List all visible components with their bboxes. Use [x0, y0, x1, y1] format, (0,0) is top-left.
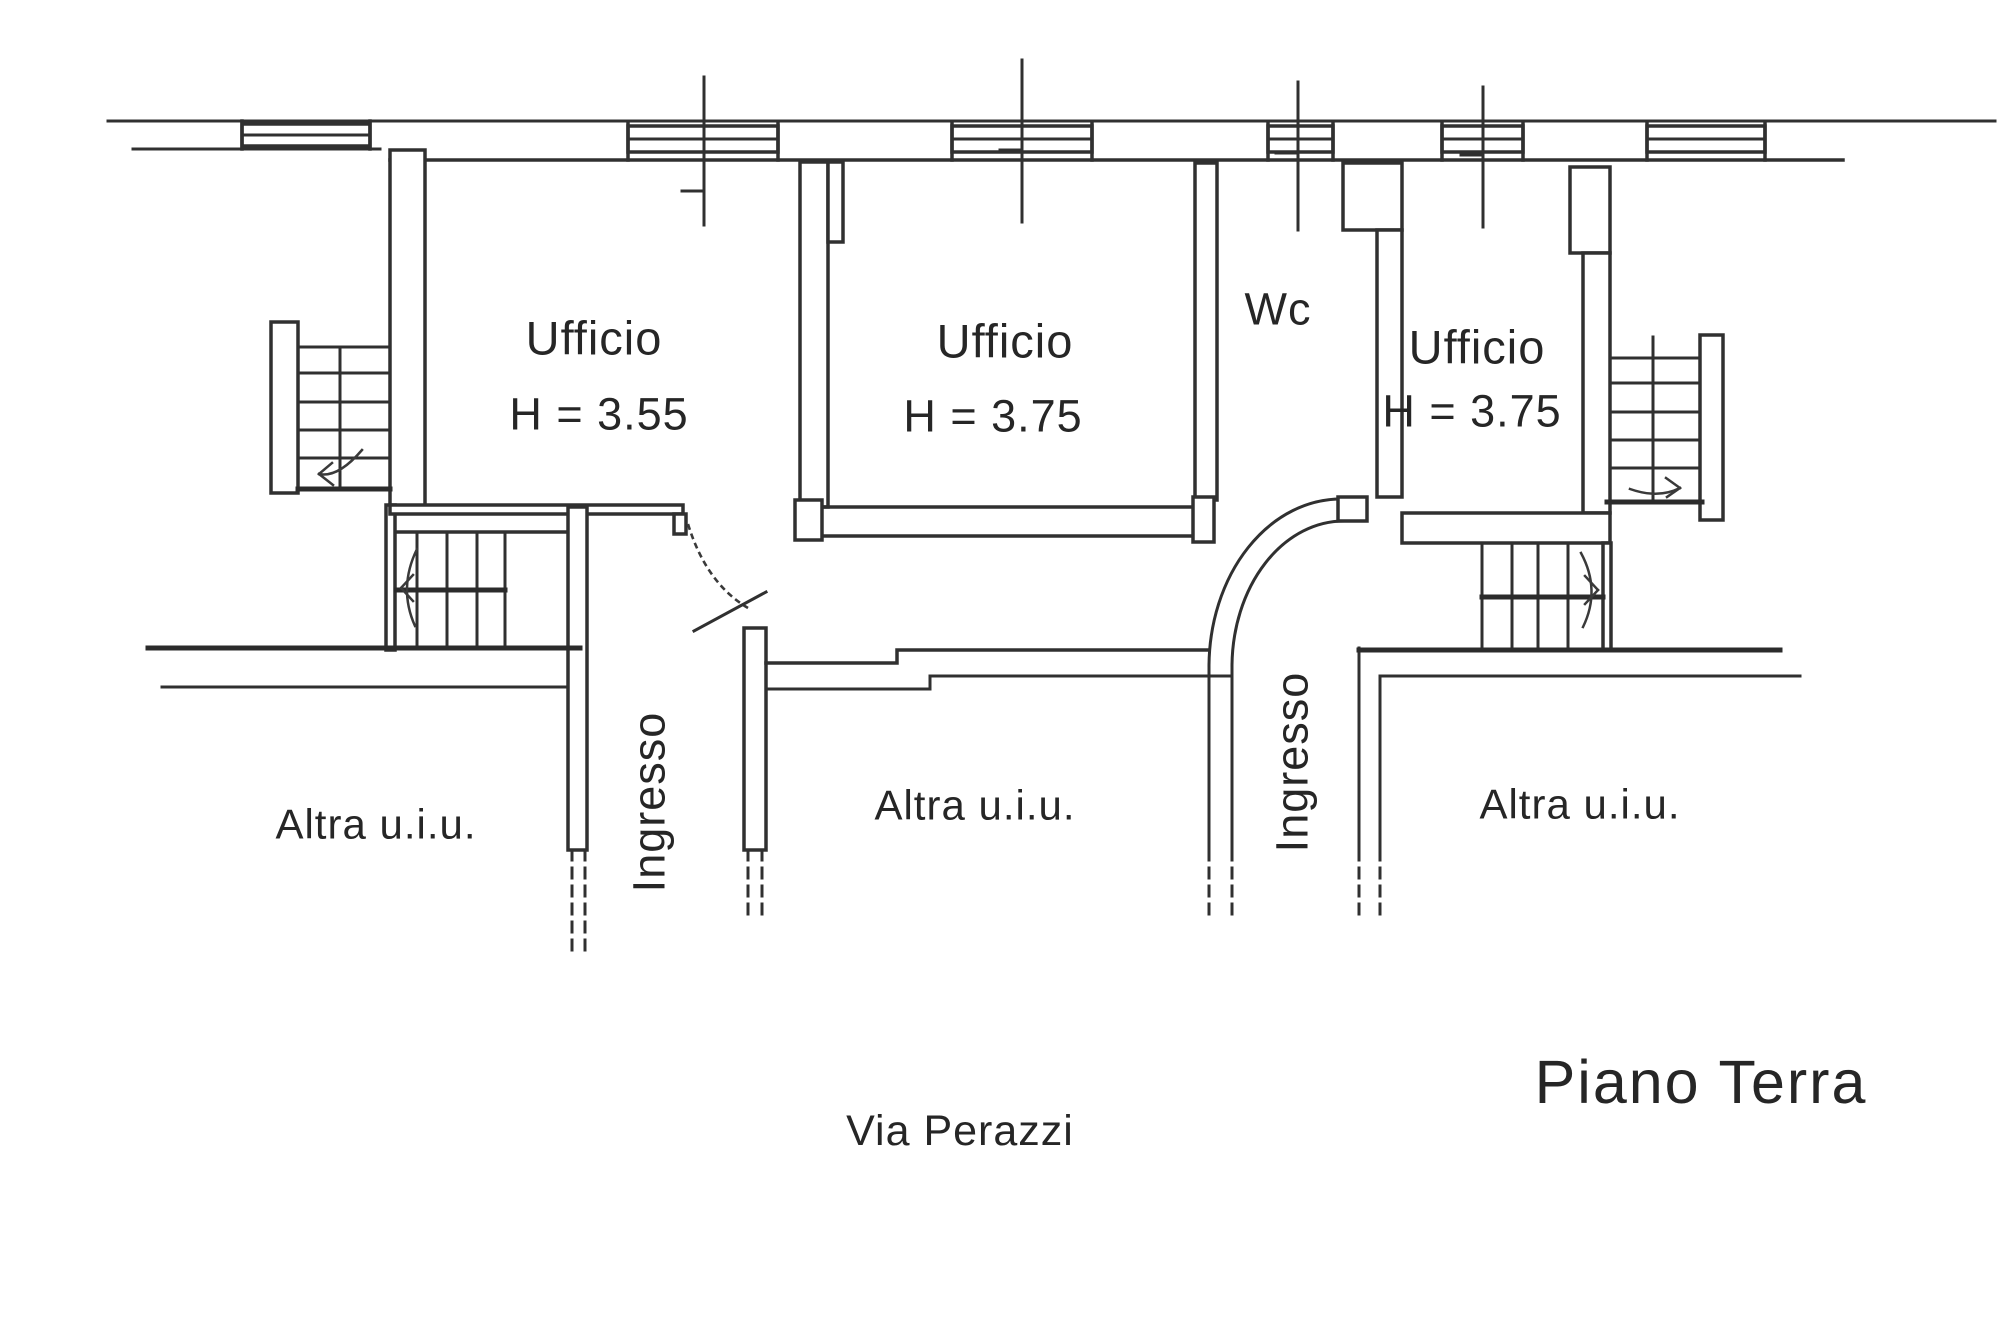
wc-right-wall-lower — [1375, 228, 1404, 499]
office3-bottom-wall — [1400, 511, 1612, 545]
office1-bottom-wall — [388, 503, 685, 516]
stair-direction-arrow-left — [317, 448, 364, 487]
survey-cross-mark-1 — [680, 75, 706, 227]
office1-entrance-door — [672, 512, 769, 634]
survey-cross-mark-3 — [1274, 80, 1300, 232]
neighbour-boundary-left — [145, 645, 583, 689]
office2-right-wall — [1193, 161, 1219, 502]
office3-right-wall-lower — [1581, 251, 1612, 515]
corridor-right-walls — [1207, 495, 1382, 920]
room-office-1: Ufficio H = 3.55 — [388, 160, 845, 634]
wc-right-wall-upper — [1341, 161, 1404, 232]
other-unit-left-label: Altra u.i.u. — [275, 801, 476, 848]
room-wc: Wc — [1245, 161, 1404, 499]
office3-right-wall-upper — [1568, 165, 1612, 255]
street-name-label: Via Perazzi — [846, 1107, 1074, 1155]
entry-steps-right — [1479, 541, 1613, 652]
office1-height-label: H = 3.55 — [509, 389, 688, 440]
office1-label: Ufficio — [526, 312, 663, 365]
external-staircase-left — [269, 320, 393, 495]
floor-title: Piano Terra — [1535, 1048, 1868, 1116]
office2-height-label: H = 3.75 — [903, 391, 1082, 442]
survey-cross-mark-2 — [998, 58, 1024, 224]
corridor-left-walls — [566, 505, 768, 957]
office3-label: Ufficio — [1409, 321, 1546, 374]
room-office-3: Ufficio H = 3.75 — [1382, 165, 1612, 545]
neighbour-boundary-right — [1356, 647, 1802, 678]
unit-left-wall — [384, 148, 427, 652]
other-unit-middle-label: Altra u.i.u. — [874, 782, 1075, 829]
office1-right-wall — [798, 160, 830, 509]
window-1 — [240, 119, 372, 151]
window-6 — [1645, 120, 1767, 162]
entrance-right-label: Ingresso — [1267, 672, 1318, 853]
window-4 — [1266, 120, 1335, 162]
office3-height-label: H = 3.75 — [1382, 386, 1561, 437]
other-unit-right-label: Altra u.i.u. — [1479, 781, 1680, 828]
office2-bottom-partition — [793, 495, 1216, 544]
entrance-left-label: Ingresso — [624, 712, 675, 893]
wc-label: Wc — [1245, 284, 1312, 335]
room-office-2: Ufficio H = 3.75 — [793, 161, 1219, 544]
stair-direction-arrow-right — [1628, 476, 1682, 499]
entry-steps-left — [393, 530, 570, 650]
office1-wall-pier — [826, 160, 845, 244]
neighbour-boundary-middle — [764, 648, 1234, 691]
steps-direction-arrow-left — [399, 547, 419, 628]
survey-cross-mark-4 — [1459, 85, 1485, 229]
steps-direction-arrow-right — [1579, 551, 1600, 629]
top-exterior-wall — [131, 147, 1845, 162]
external-staircase-right — [1604, 333, 1725, 522]
office2-label: Ufficio — [937, 315, 1074, 368]
